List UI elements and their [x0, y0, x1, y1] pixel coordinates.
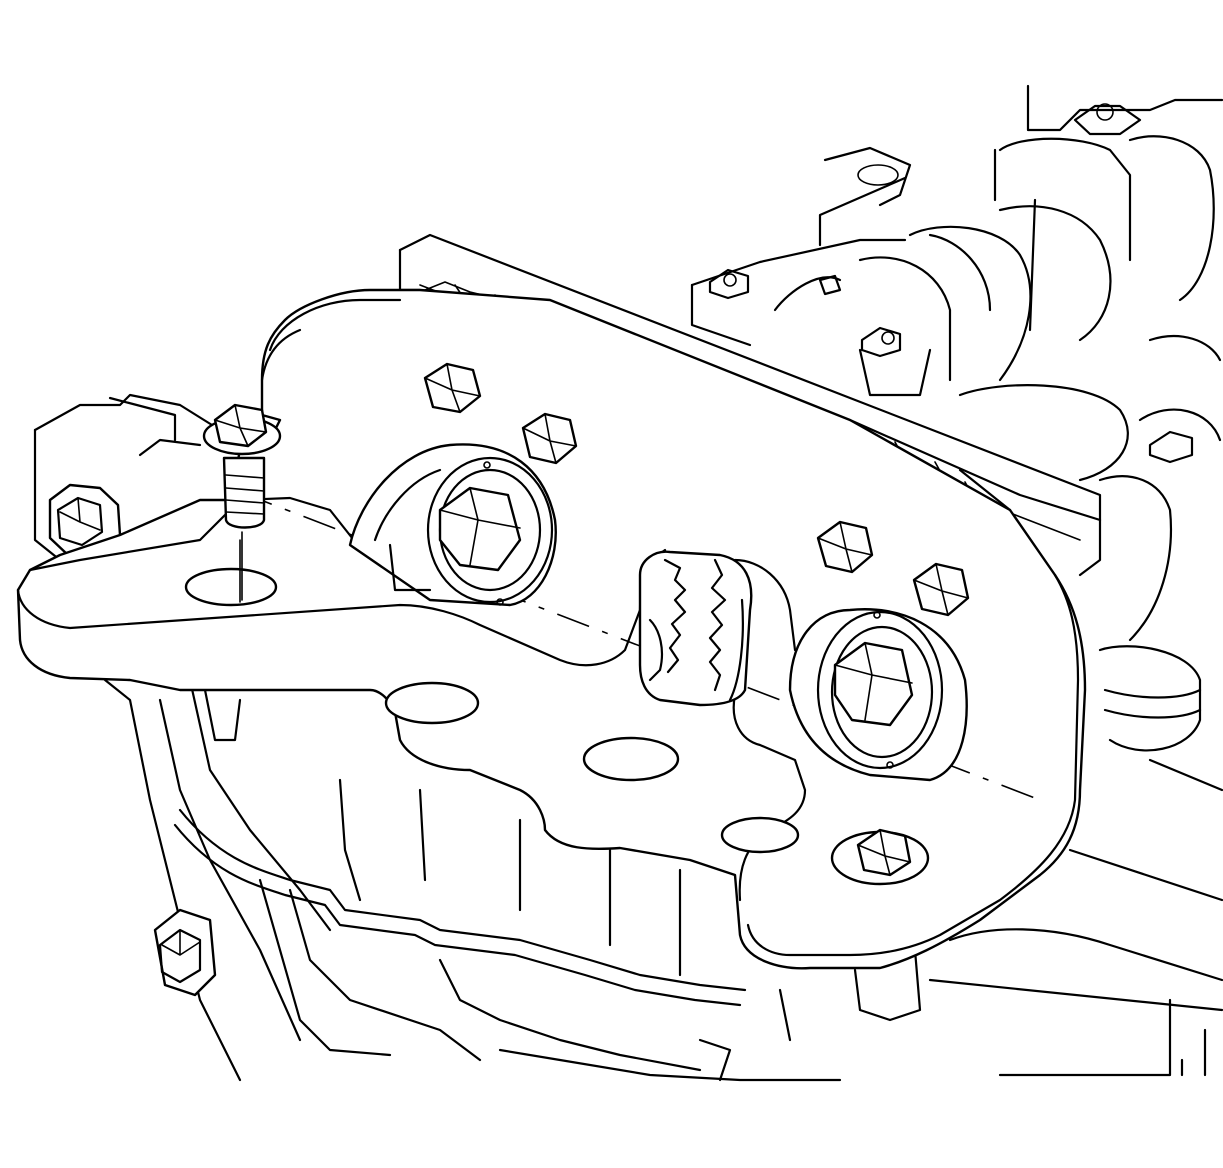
plate-bolts	[423, 362, 970, 886]
intake-sprocket-window	[348, 443, 557, 607]
bolt-hex-3	[816, 520, 874, 574]
engine-block	[33, 393, 1223, 1082]
bolt-hex-2	[521, 412, 578, 465]
tool-mounting-bolt	[202, 403, 282, 601]
bolt-flange-5	[830, 828, 930, 886]
camshaft-assembly	[690, 84, 1223, 902]
camshaft-holding-tool	[16, 288, 1102, 970]
exhaust-sprocket-window	[788, 608, 968, 782]
bolt-hex-1	[423, 362, 482, 414]
bolt-hex-4	[912, 562, 970, 617]
cam-sprocket-teeth	[638, 550, 753, 707]
